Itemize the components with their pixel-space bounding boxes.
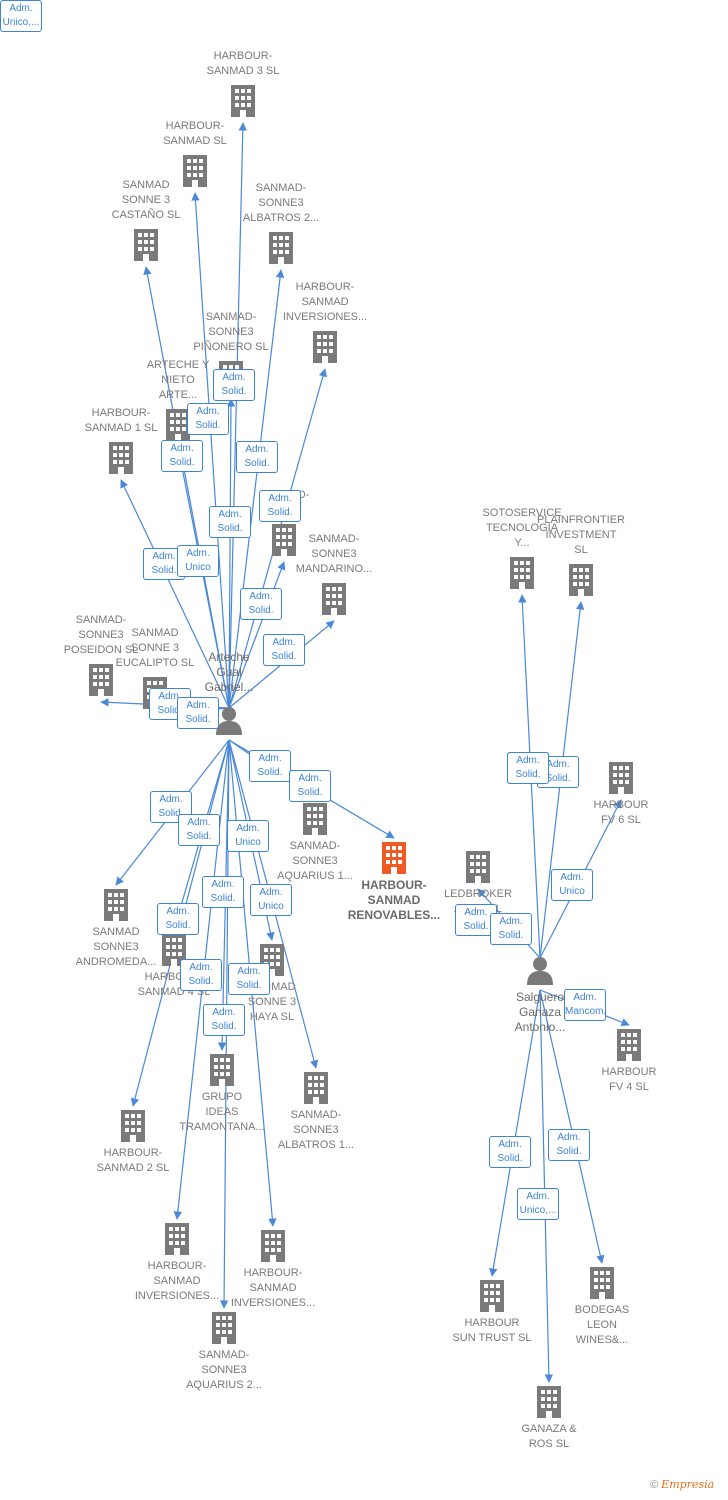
role-badge: Adm. Solid.	[177, 697, 219, 729]
company-label[interactable]: HARBOUR FV 6 SL	[593, 799, 649, 826]
role-badge: Adm. Solid.	[263, 634, 305, 666]
relation-edge	[539, 989, 554, 1383]
company-label[interactable]: ARTECHE Y NIETO ARTE...	[146, 359, 210, 401]
company-building-icon[interactable]	[268, 231, 294, 265]
relation-edge	[228, 269, 285, 709]
role-badge: Adm. Unico,...	[0, 0, 42, 32]
company-label[interactable]: HARBOUR- SANMAD INVERSIONES...	[282, 281, 368, 323]
role-badge: Adm. Solid.	[507, 752, 549, 784]
role-badge: Adm. Unico	[250, 884, 292, 916]
role-badge: Adm. Solid.	[150, 791, 192, 823]
company-label[interactable]: GANAZA & ROS SL	[521, 1423, 577, 1450]
relation-edge	[228, 122, 248, 709]
company-building-icon[interactable]	[312, 330, 338, 364]
role-badge: Adm. Solid.	[289, 770, 331, 802]
company-label[interactable]: HARBOUR- SANMAD 2 SL	[96, 1147, 170, 1174]
brand-footer: © Empresia	[650, 1478, 714, 1491]
company-building-icon[interactable]	[303, 1071, 329, 1105]
company-building-icon[interactable]	[164, 1222, 190, 1256]
company-label[interactable]: SANMAD- SONNE3 AQUARIUS 1...	[277, 840, 353, 882]
role-badge: Adm. Solid.	[178, 814, 220, 846]
company-building-icon[interactable]	[589, 1266, 615, 1300]
relation-edge	[226, 398, 236, 709]
company-label[interactable]: SANMAD- SONNE3 POSEIDON SL	[63, 614, 139, 656]
company-building-icon[interactable]	[209, 1053, 235, 1087]
company-label[interactable]: HARBOUR- SANMAD INVERSIONES...	[230, 1267, 316, 1309]
relation-edge	[191, 192, 230, 709]
relation-edge	[228, 561, 286, 709]
company-label[interactable]: HARBOUR- SANMAD 1 SL	[84, 407, 158, 434]
company-building-icon[interactable]	[133, 228, 159, 262]
relation-edge	[120, 479, 230, 709]
role-badge: Adm. Solid.	[161, 440, 203, 472]
relation-edge	[539, 989, 605, 1264]
company-label[interactable]: SANMAD SONNE 3 CASTAÑO SL	[111, 179, 181, 221]
role-badge: Adm. Solid.	[149, 688, 191, 720]
company-building-icon[interactable]	[230, 84, 256, 118]
role-badge: Adm. Unico,...	[517, 1188, 559, 1220]
company-label[interactable]: SANMAD SONNE3 ANDROMEDA...	[75, 926, 157, 968]
role-badge: Adm. Solid.	[236, 441, 278, 473]
company-label[interactable]: HARBOUR- SANMAD SL	[163, 120, 227, 147]
company-building-icon[interactable]	[465, 850, 491, 884]
role-badge: Adm. Solid.	[209, 506, 251, 538]
company-label[interactable]: HARBOUR SUN TRUST SL	[452, 1317, 532, 1344]
role-badge: Adm. Unico	[551, 869, 593, 901]
company-building-icon[interactable]	[302, 802, 328, 836]
company-label[interactable]: HARBOUR- SANMAD 3 SL	[206, 50, 280, 77]
company-building-icon[interactable]	[536, 1385, 562, 1419]
company-label[interactable]: BODEGAS LEON WINES&...	[574, 1304, 630, 1346]
copyright-mark: ©	[650, 1479, 659, 1491]
role-badge: Adm. Solid.	[249, 750, 291, 782]
company-building-icon[interactable]	[103, 888, 129, 922]
company-label[interactable]: SANMAD- SONNE3 PIÑONERO SL	[193, 311, 269, 353]
role-badge: Adm. Unico	[177, 545, 219, 577]
company-label[interactable]: GRUPO IDEAS TRAMONTANA...	[179, 1091, 265, 1133]
company-label[interactable]: SANMAD- SONNE3 ALBATROS 2...	[242, 182, 320, 224]
relation-edge	[489, 989, 541, 1277]
company-building-icon[interactable]	[509, 556, 535, 590]
role-badge: Adm. Solid.	[240, 588, 282, 620]
role-badge: Adm. Solid.	[157, 903, 199, 935]
company-label[interactable]: SANMAD- SONNE3 AQUARIUS 2...	[186, 1349, 262, 1391]
person-label[interactable]: Arteche Gual Gabriel...	[204, 650, 254, 694]
role-badge: Adm. Unico	[227, 820, 269, 852]
company-building-icon[interactable]	[321, 582, 347, 616]
relation-edge	[175, 446, 230, 709]
company-label[interactable]: SANMAD- SONNE3 MANDARINO...	[295, 533, 373, 575]
role-badge: Adm. Mancom.	[564, 989, 606, 1021]
company-building-icon[interactable]	[616, 1028, 642, 1062]
company-building-icon[interactable]	[211, 1311, 237, 1345]
company-building-icon[interactable]	[120, 1109, 146, 1143]
role-badge: Adm. Solid.	[202, 876, 244, 908]
company-label[interactable]: SANMAD- SONNE3 ALBATROS 1...	[277, 1109, 355, 1151]
role-badge: Adm. Solid.	[259, 490, 301, 522]
role-badge: Adm. Solid.	[203, 1004, 245, 1036]
company-building-icon[interactable]	[108, 441, 134, 475]
company-label[interactable]: HARBOUR FV 4 SL	[601, 1066, 657, 1093]
company-label[interactable]: SOTOSERVICE TECNOLOGIA Y...	[482, 507, 562, 549]
company-label[interactable]: SANMAD SONNE 3 EUCALIPTO SL	[115, 627, 195, 669]
company-building-icon[interactable]	[608, 761, 634, 795]
role-badge: Adm. Solid.	[180, 959, 222, 991]
company-label[interactable]: HARBOUR- SANMAD INVERSIONES...	[134, 1260, 220, 1302]
role-badge: Adm. Solid.	[548, 1129, 590, 1161]
role-badge: Adm. Solid.	[489, 1136, 531, 1168]
company-building-icon[interactable]	[479, 1279, 505, 1313]
role-badge: Adm. Solid.	[228, 963, 270, 995]
person-label[interactable]: Salguero Ganaza Antonio...	[514, 990, 566, 1034]
focus-company-building-icon[interactable]	[381, 841, 407, 875]
company-building-icon[interactable]	[568, 563, 594, 597]
company-label[interactable]: PLAINFRONTIER INVESTMENT SL	[536, 514, 625, 556]
person-icon[interactable]	[525, 955, 555, 985]
role-badge: Adm. Solid.	[213, 369, 255, 401]
role-badge: Adm. Solid.	[187, 403, 229, 435]
role-badge: Adm. Solid.	[490, 913, 532, 945]
focus-company-label[interactable]: HARBOUR- SANMAD RENOVABLES...	[347, 878, 441, 922]
empresia-logo: Empresia	[661, 1478, 715, 1491]
company-building-icon[interactable]	[260, 1229, 286, 1263]
